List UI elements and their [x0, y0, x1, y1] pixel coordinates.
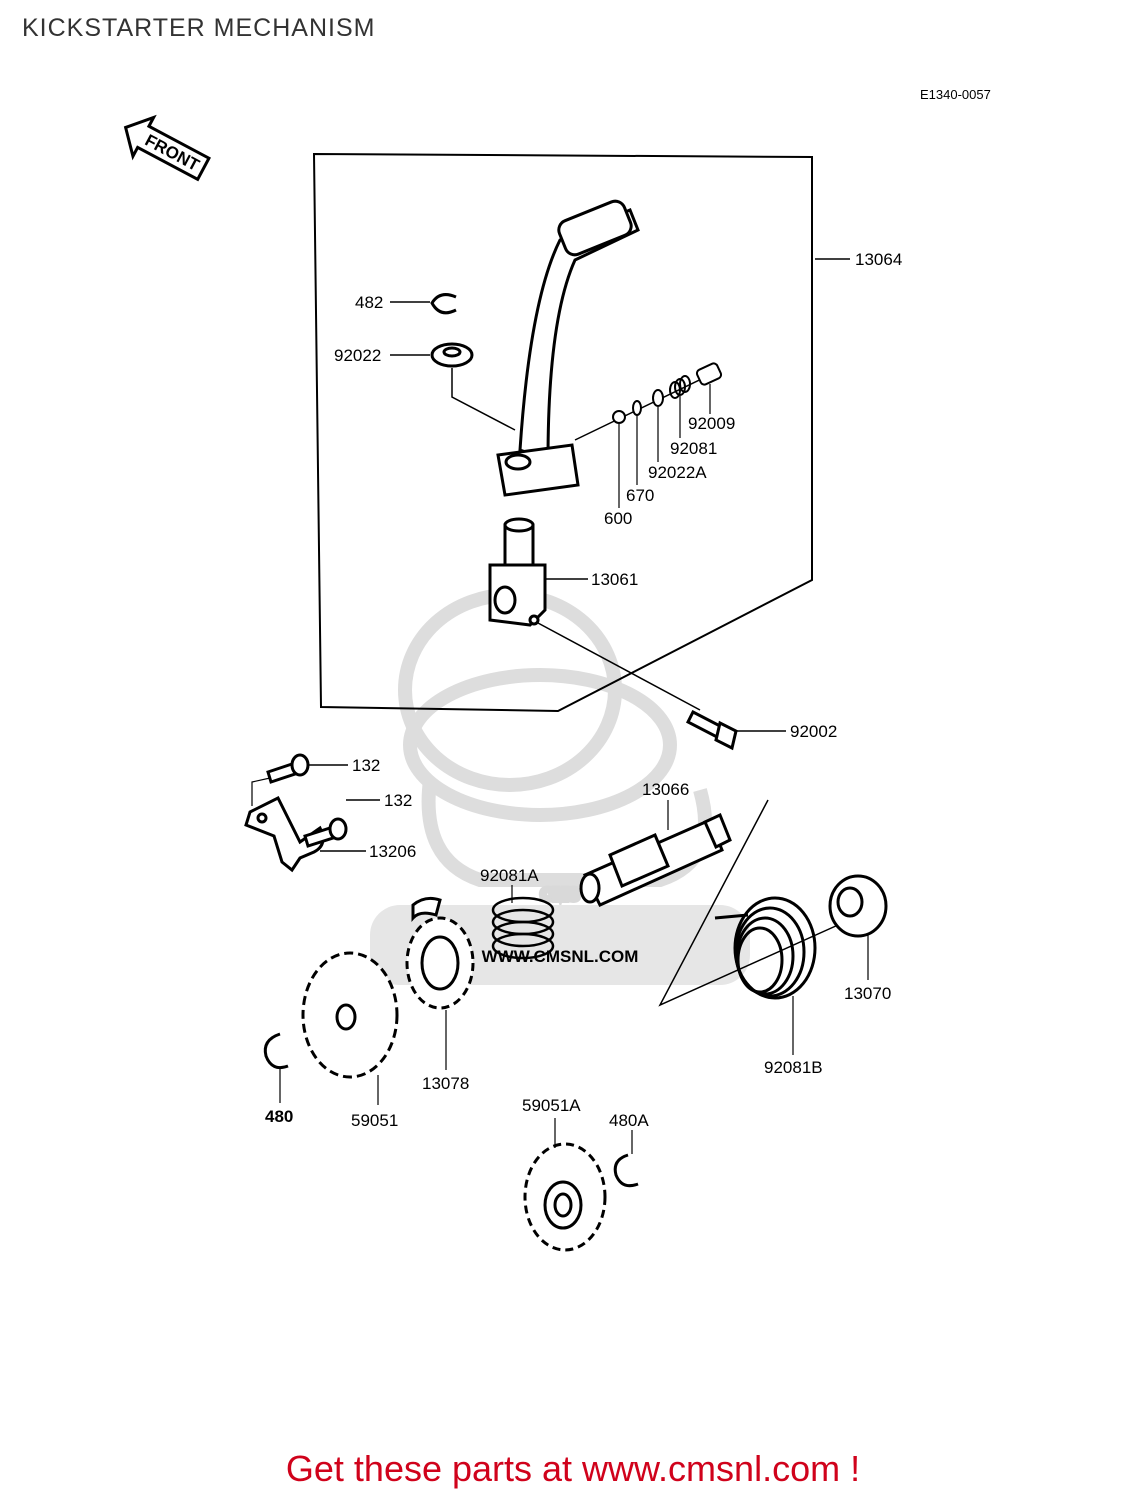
page-title: KICKSTARTER MECHANISM	[22, 14, 376, 42]
screw-132-a	[266, 753, 310, 784]
leader-detent-axis	[574, 371, 717, 441]
front-arrow-icon: FRONT	[123, 114, 211, 182]
washer-92022	[430, 342, 474, 368]
kick-lever	[496, 199, 640, 497]
callout-600: 600	[604, 509, 632, 528]
leader-bolt-axis	[537, 622, 701, 711]
callout-132-b: 132	[384, 791, 412, 810]
callout-132-a: 132	[352, 756, 380, 775]
callout-92081A: 92081A	[480, 866, 539, 885]
circlip-480	[263, 1032, 289, 1070]
gear-59051A	[523, 1142, 607, 1252]
leader-plate-screw	[251, 777, 271, 806]
callout-13206: 13206	[369, 842, 416, 861]
plug-92009	[695, 362, 723, 386]
torsion-spring-92081B	[714, 896, 817, 1000]
circlip-480A	[613, 1153, 639, 1188]
washer-92022A	[652, 389, 664, 407]
kick-boss-13061	[488, 517, 547, 627]
callout-59051: 59051	[351, 1111, 398, 1130]
watermark	[398, 588, 712, 887]
shaft-group-wedge	[658, 799, 839, 1007]
washer-670	[632, 400, 642, 416]
footer-promo-link[interactable]: Get these parts at www.cmsnl.com !	[285, 1448, 861, 1489]
callout-92081: 92081	[670, 439, 717, 458]
callout-13078: 13078	[422, 1074, 469, 1093]
callout-59051A: 59051A	[522, 1096, 581, 1115]
watermark-mascot-face	[403, 668, 677, 822]
kick-shaft-13066	[579, 812, 732, 907]
callout-480: 480	[265, 1107, 293, 1126]
spring-92081A	[491, 896, 555, 960]
callout-13070: 13070	[844, 984, 891, 1003]
callout-92009: 92009	[688, 414, 735, 433]
callout-480A: 480A	[609, 1111, 649, 1130]
callout-13061: 13061	[591, 570, 638, 589]
callout-92022: 92022	[334, 346, 381, 365]
callout-92081B: 92081B	[764, 1058, 823, 1077]
stopper-plate-13206	[244, 795, 325, 873]
ball-600	[612, 410, 626, 424]
callout-92002: 92002	[790, 722, 837, 741]
callout-13064: 13064	[855, 250, 902, 269]
callout-92022A: 92022A	[648, 463, 707, 482]
ratchet-gear-13078	[405, 896, 475, 1010]
callout-670: 670	[626, 486, 654, 505]
e-clip-482	[430, 293, 457, 315]
watermark-url: WWW.CMSNL.COM	[482, 947, 639, 966]
diagram-code: E1340-0057	[920, 87, 991, 102]
callout-482: 482	[355, 293, 383, 312]
screw-132-b	[303, 817, 348, 848]
callout-13066: 13066	[642, 780, 689, 799]
leader-washer-lever	[451, 368, 516, 431]
spring-92081	[669, 375, 691, 399]
watermark-logo: CMS	[541, 885, 579, 904]
bolt-92002	[685, 709, 738, 751]
assembly-frame	[312, 152, 813, 713]
spring-guide-13070	[828, 874, 888, 938]
gear-59051	[301, 951, 399, 1079]
